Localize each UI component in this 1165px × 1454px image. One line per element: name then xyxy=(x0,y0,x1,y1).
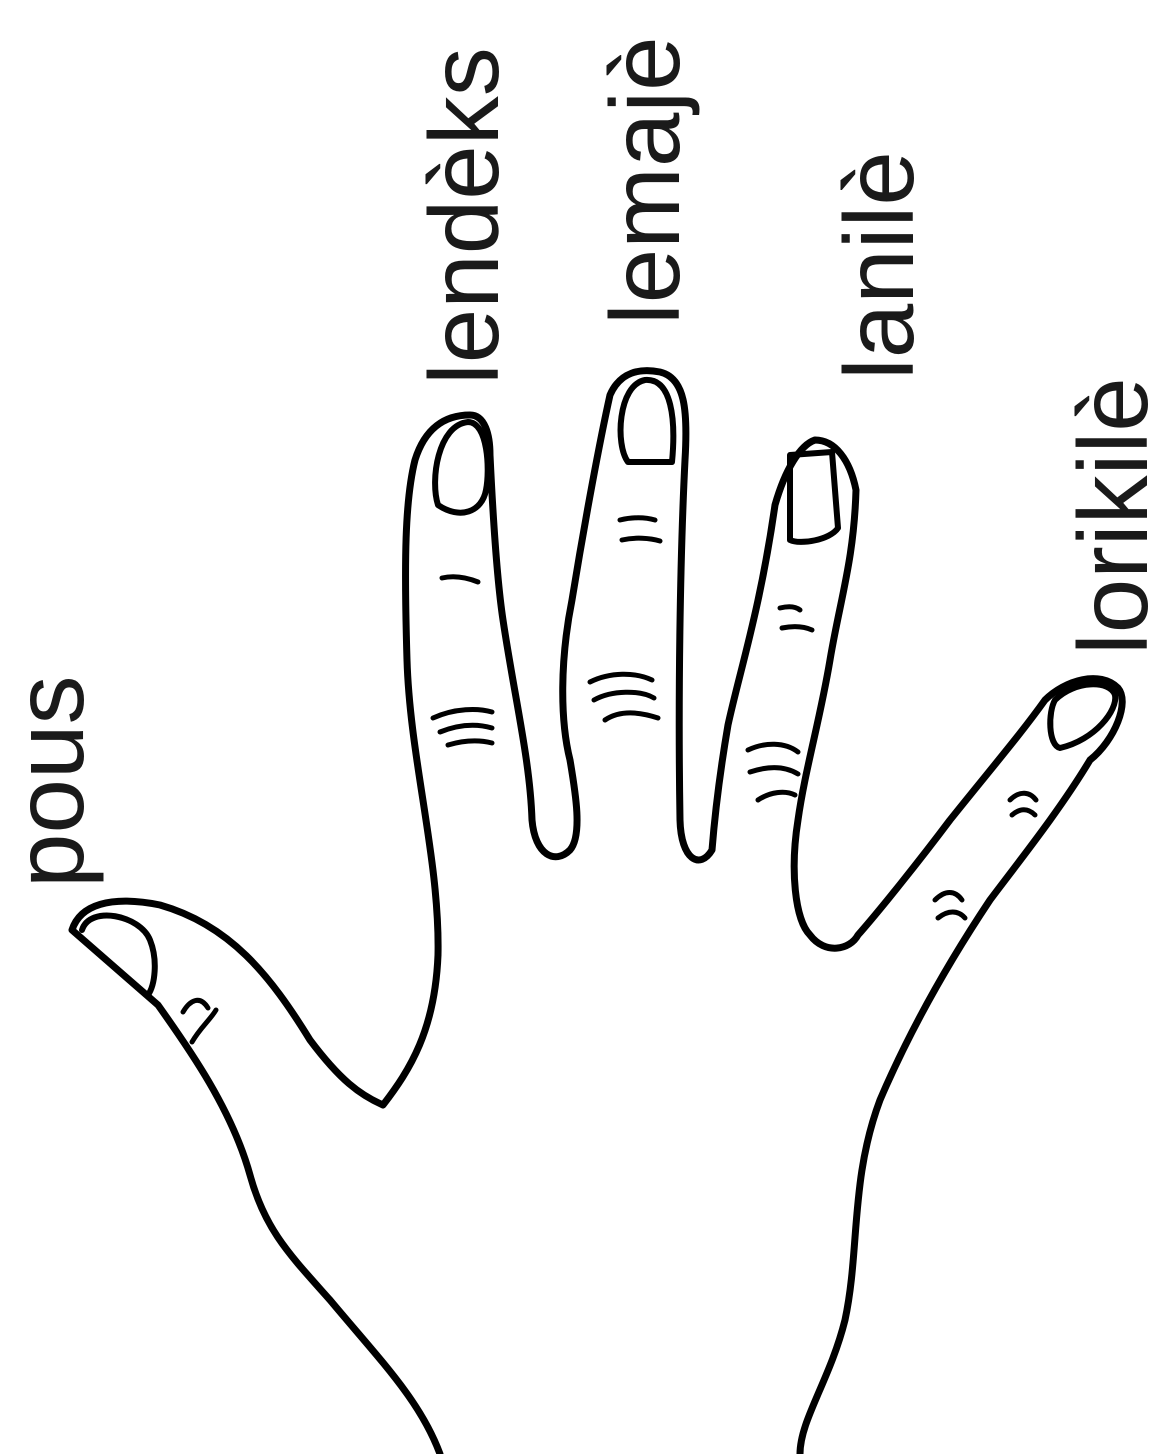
hand-outline xyxy=(72,371,1122,1454)
index-nail xyxy=(435,422,488,513)
finger-label-little: lorikilè xyxy=(1064,377,1162,655)
finger-label-ring: lanilè xyxy=(830,151,928,380)
finger-label-middle: lemajè xyxy=(596,36,694,325)
middle-nail xyxy=(621,380,674,462)
finger-label-index: lendèks xyxy=(415,47,513,385)
knuckle-creases xyxy=(183,518,1036,1042)
ring-nail xyxy=(790,452,838,542)
thumb-nail xyxy=(82,916,155,995)
finger-label-thumb: pous xyxy=(0,675,98,888)
